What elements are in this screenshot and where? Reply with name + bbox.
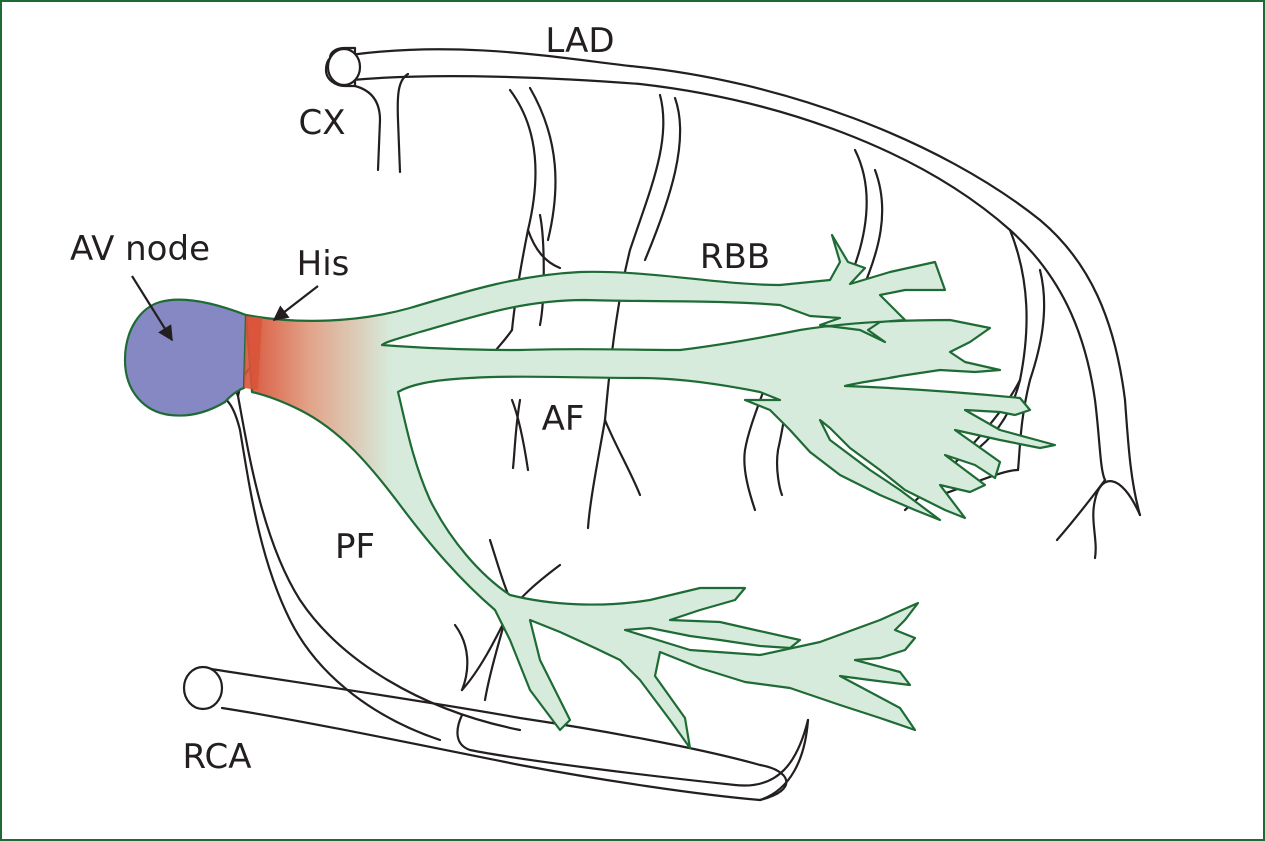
af-label: AF (542, 399, 585, 439)
rca-label: RCA (183, 737, 252, 777)
his-trunk (244, 233, 1057, 750)
av-node-arrow (131, 275, 173, 342)
pf-label: PF (335, 527, 375, 567)
conduction-fibers (244, 233, 1057, 750)
his-label: His (297, 244, 350, 284)
cx-label: CX (298, 103, 345, 143)
his-arrow (272, 285, 319, 321)
av-node-label: AV node (70, 229, 210, 269)
rbb-label: RBB (700, 237, 770, 277)
lad-label: LAD (545, 21, 614, 61)
cx-artery (324, 46, 410, 174)
av-node (123, 298, 248, 417)
his-bundle (244, 316, 262, 390)
